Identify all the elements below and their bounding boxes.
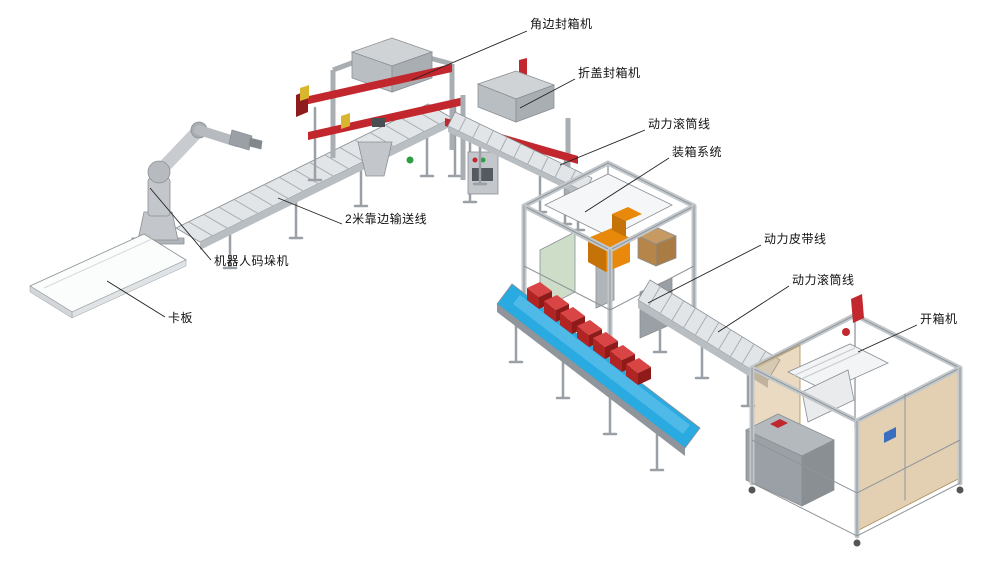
power-belt-line [496,283,701,472]
leader-case-opener [857,324,918,353]
leader-corner-sealer [411,30,528,81]
sealer-red-rail-upper [300,64,452,106]
label-flap-sealer: 折盖封箱机 [578,66,641,80]
label-robot-palletizer: 机器人码垛机 [214,254,290,268]
start-button [406,156,414,164]
sealer-red-rail-lower [308,97,464,140]
caster-wheel [748,486,756,494]
leader-power-belt-line [647,244,762,304]
leader-robot-palletizer [149,187,212,261]
cell-canopy [544,173,673,238]
leader-edge-conveyor-2m [277,197,343,225]
label-packing-system: 装箱系统 [672,145,723,159]
red-clamp [851,294,864,323]
robot-gripper [248,137,263,150]
case-blank-stack [787,343,889,392]
yellow-block [300,85,309,101]
hopper [357,141,393,177]
label-power-roller-line-top: 动力滚筒线 [648,117,711,131]
caster-wheel [853,539,861,547]
label-pallet: 卡板 [168,311,194,325]
leader-power-roller-line-top [559,129,646,166]
label-edge-conveyor-2m: 2米靠边输送线 [345,212,428,226]
leader-power-roller-line-right [717,285,790,333]
leader-lines [106,30,918,353]
label-case-opener: 开箱机 [920,312,958,326]
leader-pallet [106,280,166,318]
power-roller-line-right [637,279,781,408]
yellow-block [341,113,350,129]
label-corner-sealer: 角边封箱机 [530,17,593,31]
corner-sealer-machine [296,37,464,182]
leader-flap-sealer [519,78,576,109]
leader-packing-system [584,157,670,213]
label-power-roller-line-right: 动力滚筒线 [792,273,855,287]
caster-wheel [956,486,964,494]
pallet [29,233,187,319]
label-power-belt-line: 动力皮带线 [764,232,827,246]
robot-wrist [228,129,253,151]
case-opener-machine [745,294,964,547]
